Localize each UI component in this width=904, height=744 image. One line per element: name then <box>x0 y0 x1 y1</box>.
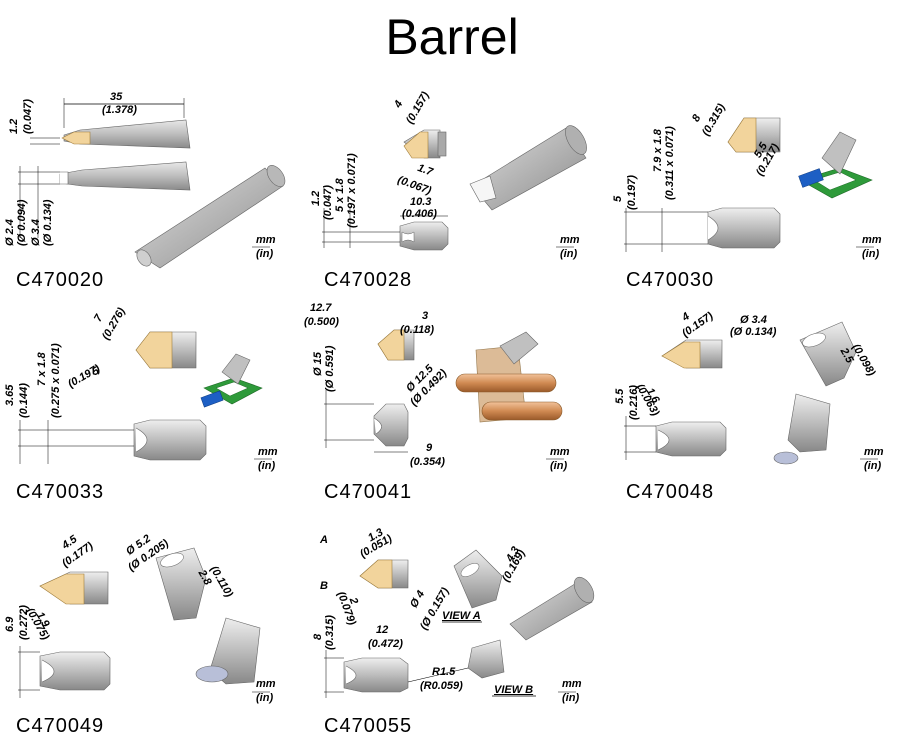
unit-mm: mm <box>864 446 884 458</box>
tip-drawing <box>624 117 874 252</box>
unit-mm: mm <box>256 234 276 246</box>
page-title: Barrel <box>385 9 519 65</box>
dim-text: 3 <box>422 310 429 322</box>
unit-in: (in) <box>258 460 276 472</box>
dim-text: (0.047) <box>322 185 334 220</box>
dim-text: (0.144) <box>18 383 30 418</box>
part-number: C470049 <box>16 715 105 737</box>
dim-text: R1.5 <box>432 666 456 678</box>
dim-text: (0.047) <box>22 99 34 134</box>
dim-text: (Ø 0.134) <box>730 326 777 338</box>
unit-in: (in) <box>864 460 882 472</box>
dim-text: 1.2 <box>310 190 322 206</box>
dim-text: Ø 3.4 <box>30 219 42 246</box>
tip-card-c470041: 12.7 (0.500) 3 (0.118) Ø 15 (Ø 0.591) Ø … <box>304 300 604 510</box>
part-number: C470020 <box>16 269 105 291</box>
unit-mm: mm <box>862 234 882 246</box>
dim-text: (0.406) <box>402 208 437 220</box>
unit-in: (in) <box>862 248 880 260</box>
dim-text: (1.378) <box>102 104 137 116</box>
tip-card-c470020: 35 (1.378) 1.2 (0.047) Ø 2.4 (Ø 0.094) Ø… <box>0 88 300 298</box>
tip-drawing <box>322 125 587 251</box>
unit-in: (in) <box>256 692 274 704</box>
unit-mm: mm <box>258 446 278 458</box>
dim-text: 35 <box>110 91 123 103</box>
dim-text: 9 <box>426 442 433 454</box>
tip-drawing <box>324 549 595 698</box>
dim-text: (0.354) <box>410 456 445 468</box>
dim-text: 8 <box>312 633 324 640</box>
label-view-b: VIEW B <box>494 684 534 696</box>
dim-text: Ø 2.4 <box>4 219 16 246</box>
tip-drawing <box>18 98 286 269</box>
tip-card-c470055: A B 1.3 (0.051) 4.3 (0.169) 2 (0.079) Ø … <box>304 520 604 737</box>
dim-text: (R0.059) <box>420 680 463 692</box>
part-number: C470028 <box>324 269 413 291</box>
dim-text: Ø 3.4 <box>740 314 767 326</box>
dim-text: (0.472) <box>368 638 403 650</box>
unit-in: (in) <box>560 248 578 260</box>
dim-text: (Ø 0.094) <box>16 199 28 246</box>
dim-text: Ø 15 <box>312 352 324 376</box>
dim-text: (0.500) <box>304 316 339 328</box>
dim-text: (0.118) <box>400 324 435 336</box>
dim-text: 12 <box>376 624 389 636</box>
part-number: C470041 <box>324 481 413 503</box>
dim-text: (0.315) <box>324 615 336 650</box>
dim-text: 10.3 <box>410 196 432 208</box>
tip-drawing <box>624 321 878 465</box>
label-a: A <box>320 534 328 546</box>
label-view-a: VIEW A <box>442 610 481 622</box>
label-b: B <box>320 580 328 592</box>
unit-in: (in) <box>562 692 580 704</box>
unit-mm: mm <box>560 234 580 246</box>
dim-text: (0.311 x 0.071) <box>664 126 676 200</box>
tip-drawing <box>18 547 270 698</box>
tip-card-c470033: 7 (0.276) 5 (0.197) 7 x 1.8 (0.275 x 0.0… <box>0 300 300 510</box>
dim-text: (0.197 x 0.071) <box>346 153 358 228</box>
dim-text: (Ø 0.134) <box>42 199 54 246</box>
dim-text: 7 x 1.8 <box>36 352 48 386</box>
part-number: C470033 <box>16 481 105 503</box>
unit-in: (in) <box>256 248 274 260</box>
dim-text: (Ø 0.591) <box>324 345 336 392</box>
unit-mm: mm <box>550 446 570 458</box>
dim-text: 12.7 <box>310 302 332 314</box>
dim-text: 5 <box>612 195 624 202</box>
dim-text: 6.9 <box>4 616 16 632</box>
dim-text: (0.275 x 0.071) <box>50 343 62 418</box>
tip-drawing <box>324 329 564 460</box>
part-number: C470055 <box>324 715 413 737</box>
unit-in: (in) <box>550 460 568 472</box>
dim-text: 1.2 <box>8 118 20 134</box>
tip-card-c470048: 4 (0.157) Ø 3.4 (Ø 0.134) 2.5 (0.098) 5.… <box>604 300 904 510</box>
part-number: C470048 <box>626 481 715 503</box>
dim-text: 5.5 <box>614 388 626 404</box>
unit-mm: mm <box>256 678 276 690</box>
tip-card-c470049: 4.5 (0.177) Ø 5.2 (Ø 0.205) 2.8 (0.110) … <box>0 520 300 737</box>
part-number: C470030 <box>626 269 715 291</box>
tip-card-c470030: 8 (0.315) 5.5 (0.217) 7.9 x 1.8 (0.311 x… <box>604 88 904 298</box>
dim-text: (0.197) <box>626 175 638 210</box>
tip-drawing <box>18 331 272 464</box>
unit-mm: mm <box>562 678 582 690</box>
dim-text: 7.9 x 1.8 <box>652 129 664 172</box>
dim-text: 3.65 <box>4 384 16 406</box>
tip-card-c470028: 4 (0.157) 1.7 (0.067) 1.2 (0.047) 5 x 1.… <box>304 88 604 298</box>
dim-text: 5 x 1.8 <box>334 178 346 212</box>
